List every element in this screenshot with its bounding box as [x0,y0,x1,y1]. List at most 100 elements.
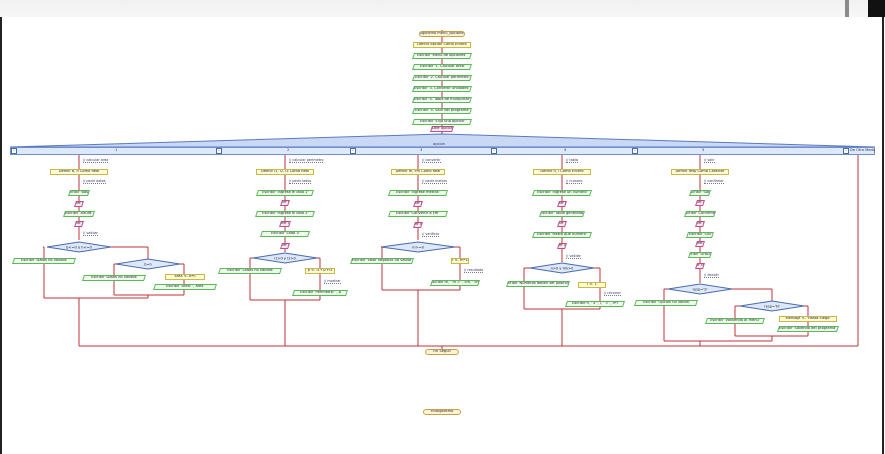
switch-bar[interactable] [10,147,875,155]
b1-d2-no-output[interactable]: Escribir 'Datos no validos' [82,275,146,281]
frame-right-border [882,17,884,454]
case-divider-1[interactable]: - [11,148,17,154]
b1-d2-no-output-label: Escribir 'Datos no validos' [90,275,138,280]
b3-out-2[interactable]: Escribir 'Convertir a cm' [388,211,448,217]
b2-no-output[interactable]: Escribir 'Lados no validos' [218,268,282,274]
b2-out-3[interactable]: Escribir 'Lado 3' [260,231,310,237]
comment-note: // pedir metros [422,179,448,184]
end-switch-terminator-label: Fin Segun [433,349,451,354]
b5-d2-output[interactable]: Escribir 'Saliendo del programa' [777,326,839,332]
output-6-label: Escribir '5. Salir del programa' [414,108,470,113]
case-divider-5[interactable]: - [632,148,638,154]
comment-note: // recorrer [604,291,621,296]
b5-out-1-label: Escribir 'Salir' [689,190,711,195]
b1-define[interactable]: Definir b, h Como Real [50,169,108,175]
b2-out-1[interactable]: Escribir 'Ingrese el lado 1' [256,190,314,196]
b5-out-1[interactable]: Escribir 'Salir' [689,190,711,196]
b3-out-1[interactable]: Escribir 'Ingrese metros' [388,190,448,196]
define-process[interactable]: Definir opcion Como Entero [413,42,471,48]
output-4[interactable]: Escribir '3. Convertir unidades' [412,86,472,92]
b5-read-3-label: Leer c [695,241,705,246]
window-corner [868,0,885,17]
start-terminator[interactable]: Algoritmo menu_opciones [419,31,465,37]
b5-d2-output-label: Escribir 'Saliendo del programa' [779,326,837,331]
comment-note: // calcular area [83,158,109,163]
b5-out-4[interactable]: Escribir 'Gracias' [688,252,712,258]
b2-read-2[interactable]: Leer l2 [279,221,291,227]
window-top-bar [0,0,885,17]
b4-yes-output[interactable]: Escribir n, ' x ', i, ' = ', n*i [565,301,625,307]
b5-no-output[interactable]: Escribir 'Opcion no valida' [634,300,698,306]
b5-read-2-label: Leer b [695,221,705,226]
output-1-label: Escribir 'Menu de opciones' [417,53,467,58]
b2-yes-output[interactable]: Escribir 'Perimetro: ', p [292,290,348,296]
read-input[interactable]: Leer opcion [430,126,454,132]
b4-read-2-label: Leer x [557,221,567,226]
b2-yes-output-label: Escribir 'Perimetro: ', p [299,290,341,295]
case-divider-4[interactable]: - [491,148,497,154]
output-2-label: Escribir '1. Calcular area' [419,64,465,69]
b5-read-1-label: Leer a [695,200,705,205]
case-divider-6[interactable]: - [843,148,849,154]
b2-out-2[interactable]: Escribir 'Ingrese el lado 2' [255,211,315,217]
comment-note: // salir [704,158,715,163]
b5-out-2[interactable]: Escribir 'Confirmar' [684,211,716,217]
comment-note: // convertir [422,158,441,163]
comment-note: // calcular perimetro [289,158,324,163]
b3-out-1-label: Escribir 'Ingrese metros' [396,190,440,195]
b4-decision-label: n>0 y lim>0 [551,266,574,270]
b3-read-1-label: Leer m [413,201,423,206]
b2-out-3-label: Escribir 'Lado 3' [270,231,300,236]
b1-d2-process[interactable]: area <- b*h [165,274,205,280]
b5-d2-no-output[interactable]: Escribir 'Volviendo al menu' [705,318,765,324]
b4-out-3-label: Escribir 'Hasta que numero' [537,232,587,237]
b3-no-output[interactable]: Escribir 'Valor negativo no valido' [350,258,414,264]
b4-read-1-label: Leer n [557,201,567,206]
end-switch-terminator[interactable]: Fin Segun [425,349,459,355]
read-input-label: Leer opcion [431,126,453,131]
b2-yes-process[interactable]: p <- l1+l2+l3 [305,268,335,274]
b5-out-3[interactable]: Escribir 'S/N' [686,232,714,238]
case-label-default: De Otro Modo [850,148,875,152]
b1-no-output[interactable]: Escribir 'Datos no validos' [12,258,76,264]
b3-define[interactable]: Definir m, cm Como Real [391,169,445,175]
switch-label: opcion [433,142,445,146]
output-2[interactable]: Escribir '1. Calcular area' [412,64,472,70]
b4-no-output[interactable]: Escribir 'Numeros deben ser positivos' [506,281,570,287]
case-label-1: 1 [115,148,118,152]
b2-read-3-label: Leer l3 [280,243,290,248]
b3-out-2-label: Escribir 'Convertir a cm' [396,211,440,216]
b3-yes-output[interactable]: Escribir m, ' m = ', cm, ' cm' [430,280,480,286]
output-1[interactable]: Escribir 'Menu de opciones' [412,53,472,59]
b4-yes-output-label: Escribir n, ' x ', i, ' = ', n*i [572,301,618,306]
case-divider-3[interactable]: - [350,148,356,154]
output-6[interactable]: Escribir '5. Salir del programa' [412,108,472,114]
b1-out-1[interactable]: Escribir 'Base' [68,190,90,196]
b4-out-3[interactable]: Escribir 'Hasta que numero' [532,232,592,238]
comment-note: // verificar [422,232,440,237]
b4-out-2[interactable]: Escribir 'Tabla generada' [539,211,585,217]
end-terminator[interactable]: FinAlgoritmo [423,409,461,415]
output-5[interactable]: Escribir '4. Tabla de multiplicar' [412,97,472,103]
b3-yes-process[interactable]: cm <- m*100 [451,258,469,264]
scroll-grip[interactable] [845,0,849,17]
b2-define-label: Definir l1, l2, l3 Como Real [260,169,309,174]
comment-note: // pedir lados [289,179,312,184]
comment-note: // resultado [464,268,484,273]
b1-d2-output[interactable]: Escribir 'Area: ', area [153,284,217,290]
b5-define[interactable]: Definir resp Como Caracter [671,169,729,175]
b4-yes-process[interactable]: i <- 1 [578,282,606,288]
case-label-5: 5 [702,148,705,152]
b5-d2-process[interactable]: Mensaje <- 'Hasta luego' [779,316,837,322]
b1-out-1-label: Escribir 'Base' [68,190,90,195]
b4-out-1[interactable]: Escribir 'Ingrese un numero' [532,190,592,196]
define-process-label: Definir opcion Como Entero [417,42,467,47]
case-divider-2[interactable]: - [216,148,222,154]
b5-out-2-label: Escribir 'Confirmar' [684,211,716,216]
b2-read-2-label: Leer l2 [279,221,291,226]
output-3[interactable]: Escribir '2. Calcular perimetro' [412,75,472,81]
b2-define[interactable]: Definir l1, l2, l3 Como Real [256,169,314,175]
b1-out-2[interactable]: Escribir 'Altura' [63,211,95,217]
b4-define[interactable]: Definir n, i Como Entero [533,169,591,175]
output-7[interactable]: Escribir 'Elija una opcion' [412,119,472,125]
